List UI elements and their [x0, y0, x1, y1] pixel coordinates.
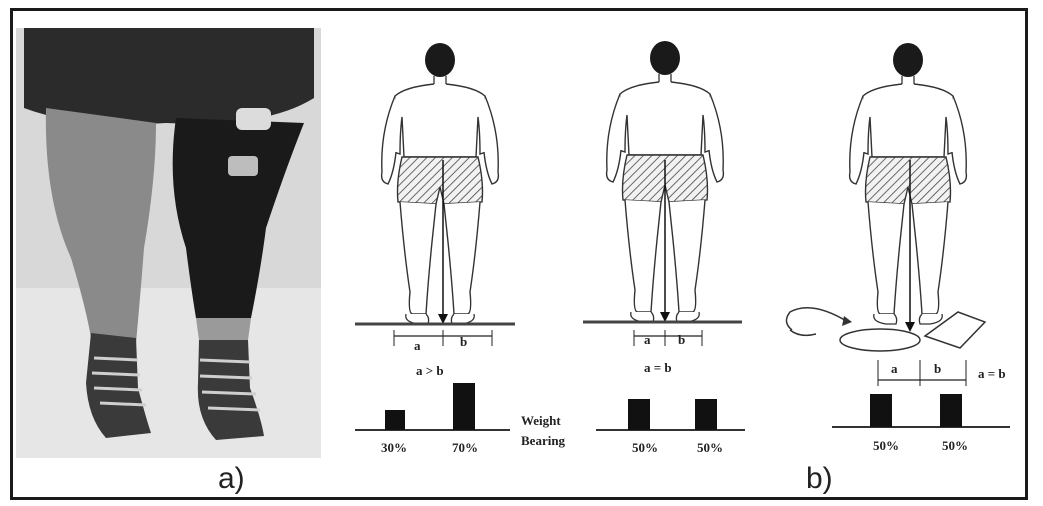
figure-2-relation: a = b: [644, 360, 672, 375]
figure-2-bar-right-label: 50%: [697, 440, 723, 455]
figure-2-bar-left: [628, 399, 650, 430]
figure-3: a b a = b 50% 50%: [786, 43, 1010, 453]
figure-3-bar-right: [940, 394, 962, 427]
figure-2-bar-right: [695, 399, 717, 430]
figure-2: a b a = b 50% 50%: [583, 41, 745, 455]
figure-1-segment-b: b: [460, 334, 467, 349]
figure-1-bar-left: [385, 410, 405, 430]
figure-2-bar-left-label: 50%: [632, 440, 658, 455]
figure-1: a b a > b 30% 70%: [355, 43, 515, 455]
figure-3-bar-left-label: 50%: [873, 438, 899, 453]
weight-label: Weight: [521, 413, 561, 428]
figure-1-bar-left-label: 30%: [381, 440, 407, 455]
figure-3-bar-left: [870, 394, 892, 427]
figure-3-relation: a = b: [978, 366, 1006, 381]
bearing-label: Bearing: [521, 433, 566, 448]
figure-1-bar-right: [453, 383, 475, 430]
figure-1-relation: a > b: [416, 363, 444, 378]
figure-3-segment-a: a: [891, 361, 898, 376]
figure-1-bar-right-label: 70%: [452, 440, 478, 455]
figure-3-segment-b: b: [934, 361, 941, 376]
figure-2-segment-b: b: [678, 332, 685, 347]
figure-2-segment-a: a: [644, 332, 651, 347]
figure-3-bar-right-label: 50%: [942, 438, 968, 453]
figure-1-segment-a: a: [414, 338, 421, 353]
